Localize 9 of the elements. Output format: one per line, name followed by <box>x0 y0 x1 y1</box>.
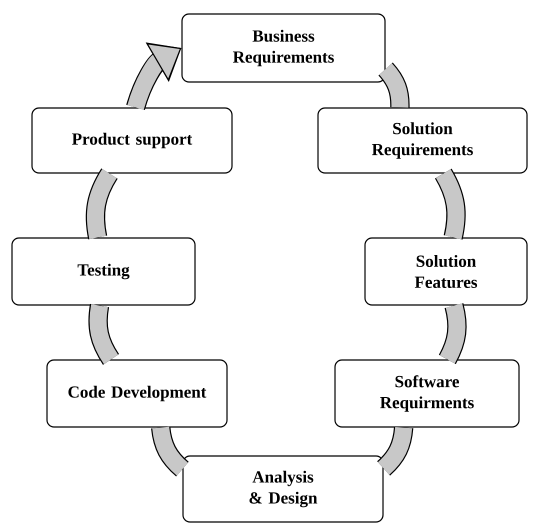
process-box: Analysis & Design <box>182 455 384 523</box>
process-box: Software Requirments <box>334 359 520 428</box>
process-box: Code Development <box>46 359 228 428</box>
process-box: Business Requirements <box>181 13 386 83</box>
process-box: Solution Features <box>364 237 528 306</box>
process-box: Testing <box>11 237 196 306</box>
cycle-arrow <box>126 42 182 110</box>
process-box: Product support <box>31 107 233 174</box>
process-box: Solution Requirements <box>317 107 528 174</box>
